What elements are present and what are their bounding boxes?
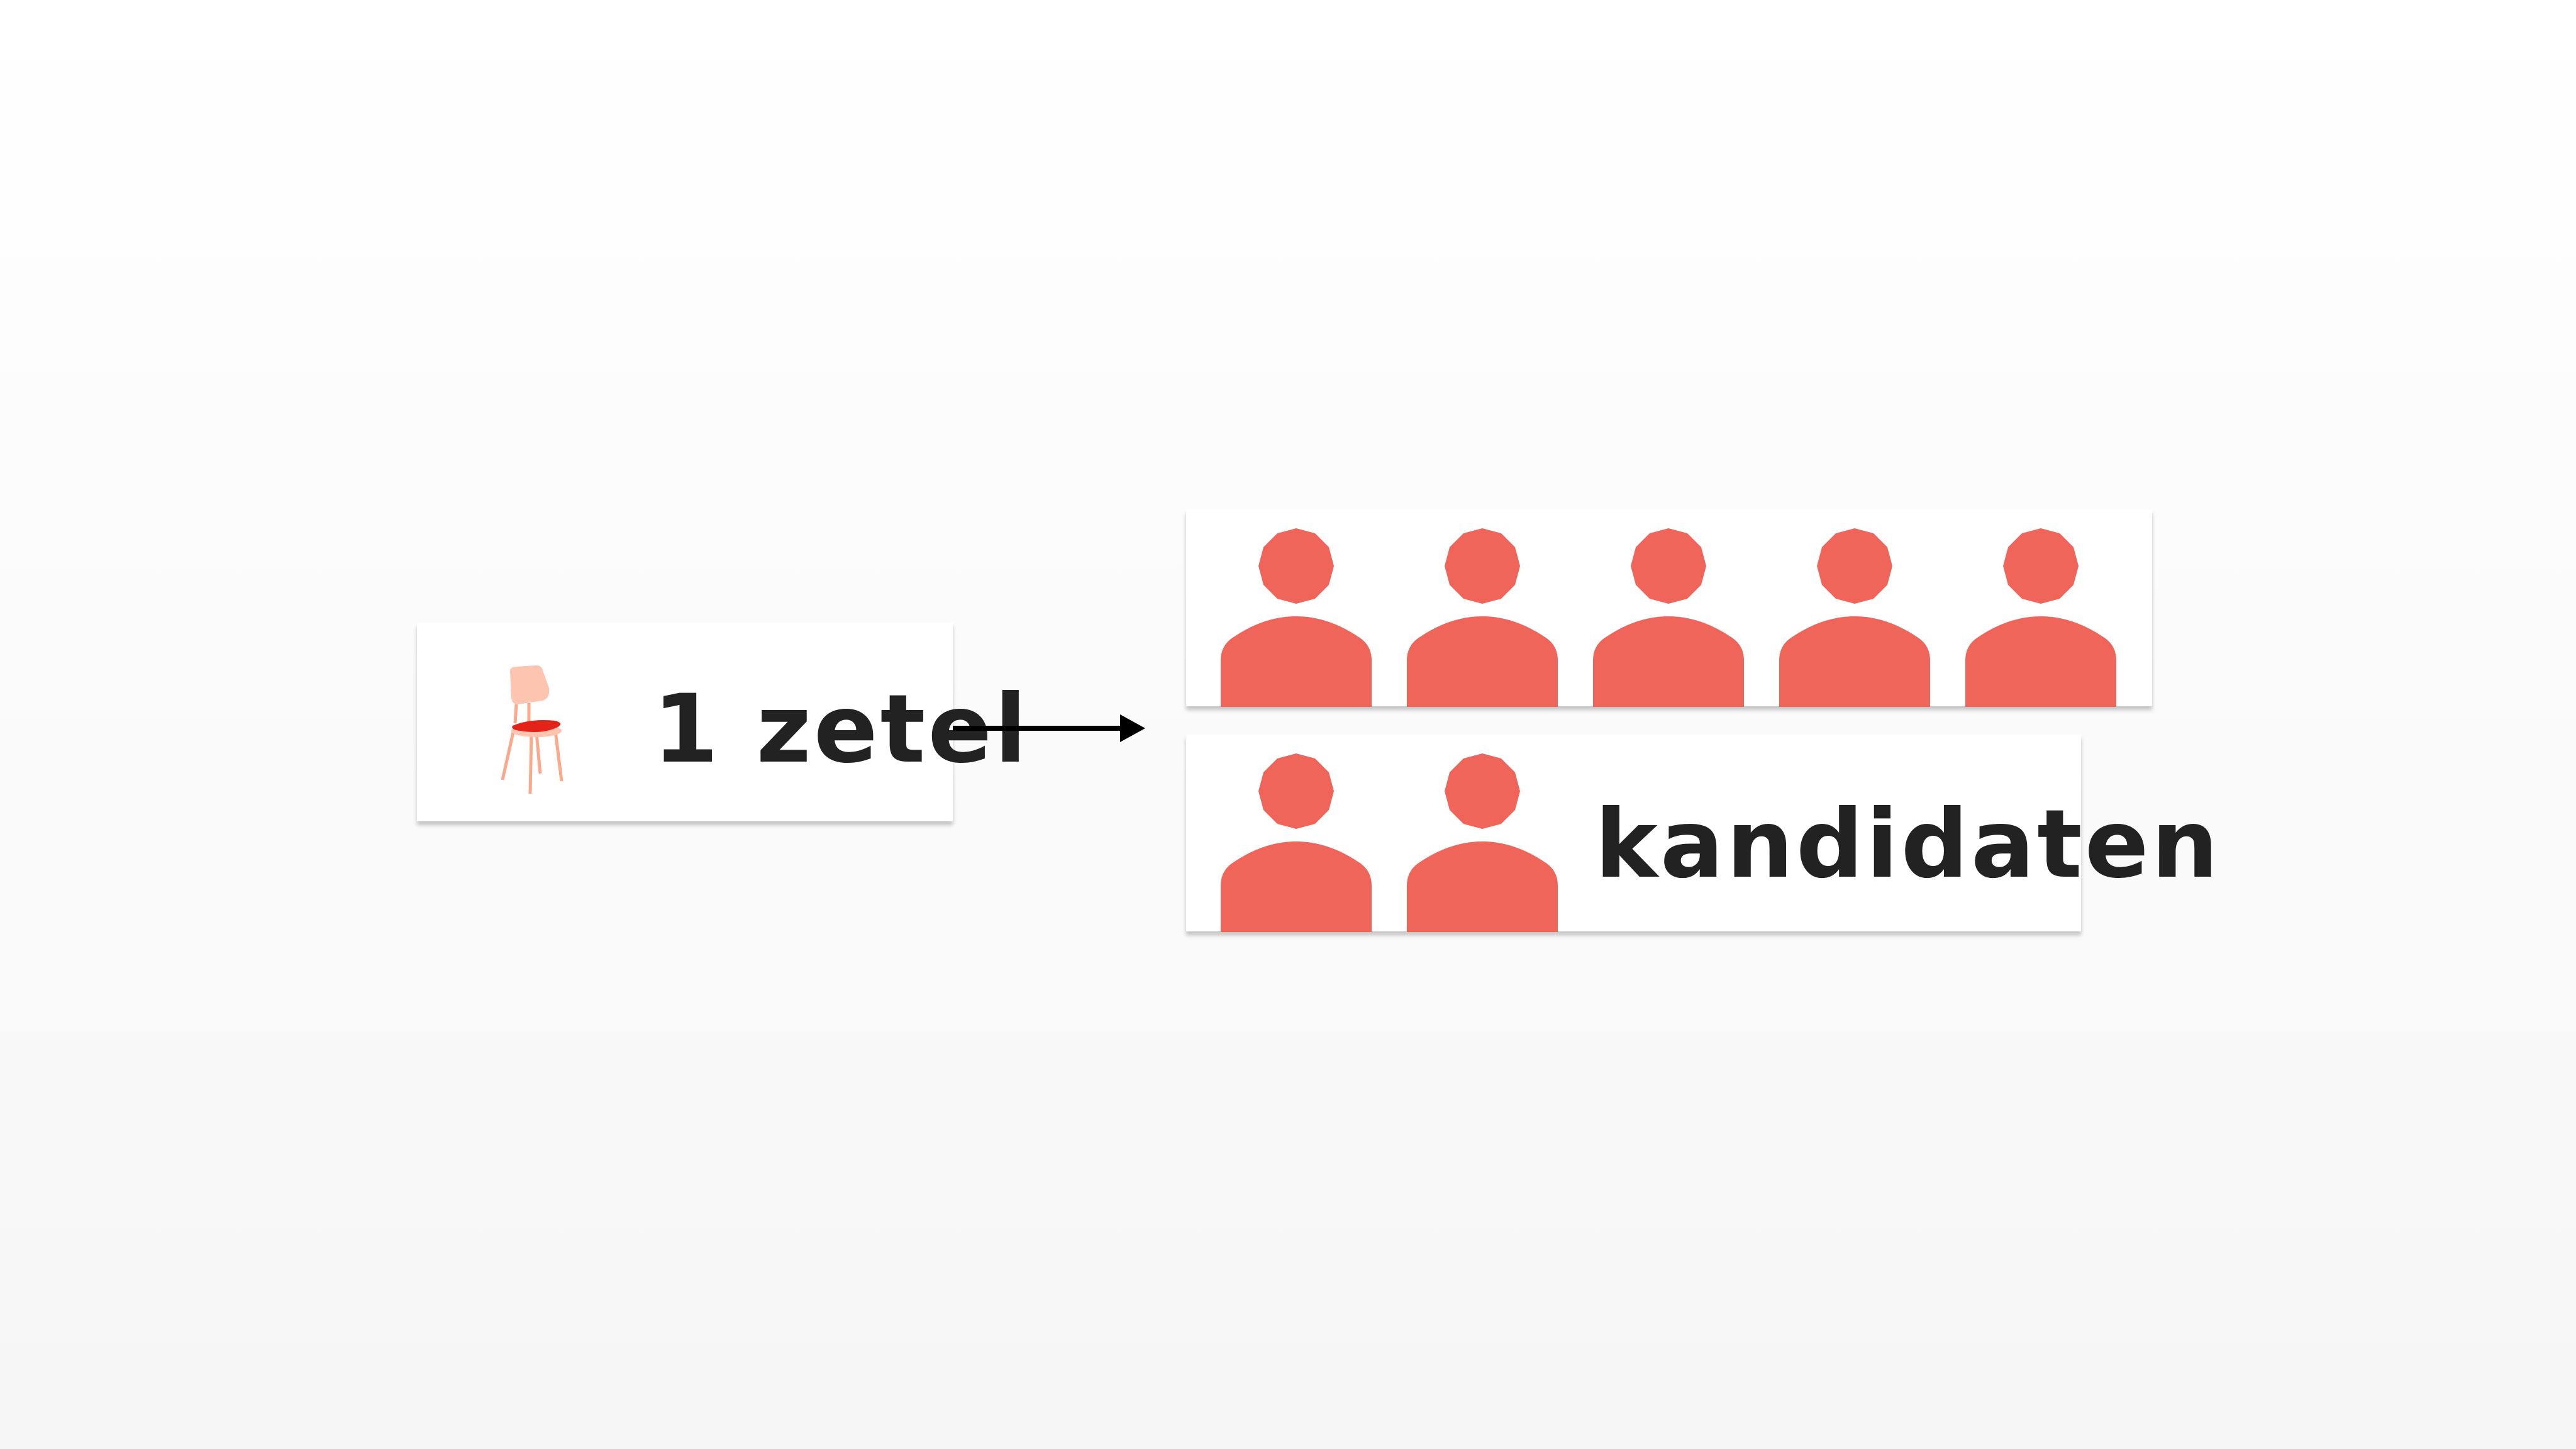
- person-icon: [1779, 528, 1930, 707]
- person-icon: [1221, 528, 1372, 707]
- person-icon: [1407, 528, 1558, 707]
- person-icon: [1407, 753, 1558, 932]
- person-icon: [1593, 528, 1744, 707]
- candidates-label: kandidaten: [1595, 790, 2221, 899]
- candidates-row-top: [1186, 509, 2152, 707]
- person-icon: [1965, 528, 2116, 707]
- person-icon: [1221, 753, 1372, 932]
- chair-icon: [501, 665, 564, 794]
- seat-box: 1 zetel: [417, 623, 1026, 821]
- candidates-row-bottom: kandidaten: [1186, 735, 2218, 932]
- arrow-right-icon: [953, 714, 1145, 742]
